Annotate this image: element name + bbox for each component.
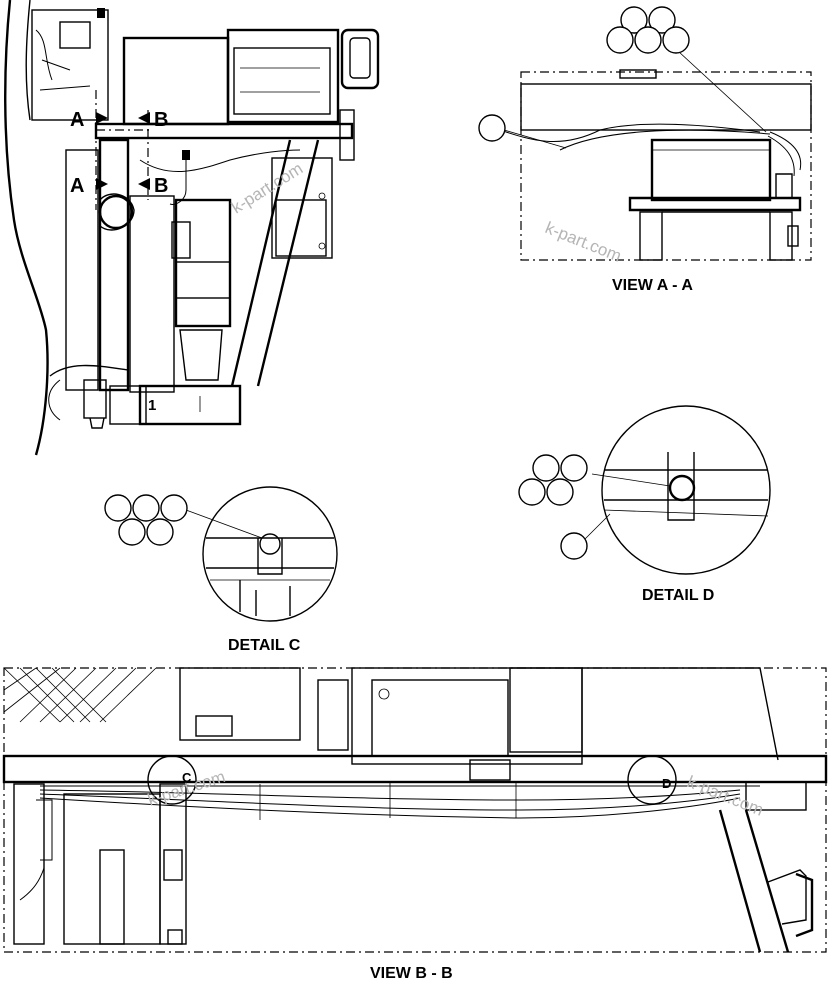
detail-d-ref-label: D [662, 776, 671, 791]
detail-c: DETAIL C [104, 486, 338, 654]
watermark-main: k-part.com [228, 159, 306, 218]
section-b-upper-label: B [154, 109, 168, 131]
watermark-view-aa: k-part.com [543, 218, 625, 266]
view-aa: k-part.com VIEW A - A [478, 6, 812, 294]
detail-d: DETAIL D [518, 405, 771, 604]
detail-c-ref-label: C [182, 770, 192, 785]
caption-detail-d: DETAIL D [642, 587, 714, 604]
section-b-lower-label: B [154, 175, 168, 197]
main-assembly-view: A B A B 1 k-part.com [4, 0, 380, 456]
caption-detail-c: DETAIL C [228, 637, 301, 654]
item-number-1: 1 [148, 397, 156, 414]
caption-view-bb: VIEW B - B [370, 965, 453, 981]
view-bb: C D k-part.com k-part.com VIEW B - B [2, 667, 828, 981]
watermark-bb-right: k-part.com [685, 772, 767, 820]
section-a-upper-label: A [70, 109, 84, 131]
section-a-lower-label: A [70, 175, 84, 197]
caption-view-aa: VIEW A - A [612, 277, 693, 294]
